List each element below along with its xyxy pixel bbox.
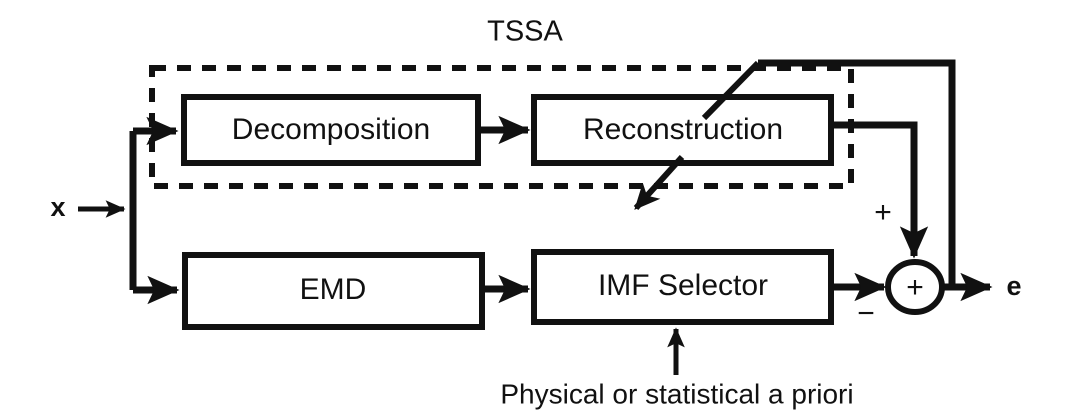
tssa-group-label: TSSA [487, 16, 563, 48]
input-signal-label: x [50, 192, 65, 222]
output-signal-label: e [1006, 271, 1021, 301]
sum-minus-sign: − [857, 297, 875, 330]
block-decomposition-label: Decomposition [232, 113, 430, 146]
wire-reconstruction-to-sum [831, 121, 918, 248]
leader-arrow-lower [633, 154, 685, 211]
block-decomposition[interactable] [181, 94, 481, 166]
wire-output-feedback [758, 59, 956, 287]
prior-note-label: Physical or statistical a priori [500, 378, 853, 409]
leader-line-upper [701, 60, 761, 121]
block-emd-label: EMD [300, 273, 367, 306]
block-reconstruction-label: Reconstruction [583, 113, 783, 146]
summing-junction-operator: + [906, 271, 924, 304]
block-imf-selector-label: IMF Selector [598, 269, 768, 302]
sum-plus-sign: + [874, 196, 892, 229]
block-reconstruction[interactable] [531, 94, 834, 166]
block-emd[interactable] [182, 252, 485, 330]
